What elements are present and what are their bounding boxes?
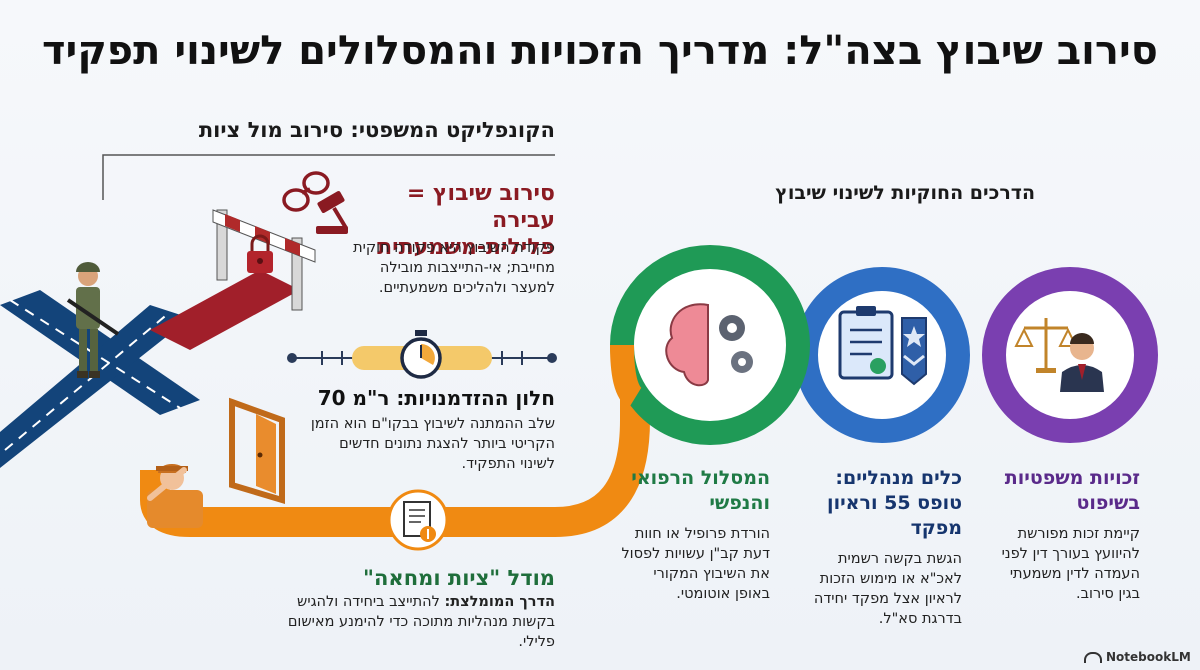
- clipboard-icon: [838, 306, 894, 380]
- comply-body-bold: הדרך המומלצת:: [444, 594, 555, 610]
- document-icon: [387, 489, 449, 551]
- crime-heading-line2: פלילית-משמעתית: [377, 235, 555, 260]
- saluting-soldier-icon: [147, 464, 203, 528]
- brain-gears-icon: [665, 303, 753, 387]
- rank-badge-icon: [901, 317, 927, 386]
- page-title: סירוב שיבוץ בצה"ל: מדריך הזכויות והמסלול…: [42, 28, 1158, 74]
- window-body-line: שלב ההמתנה לשיבוץ בבקו"ם הוא הזמן: [310, 416, 555, 432]
- notebooklm-logo-icon: [1084, 652, 1102, 663]
- legal-body-line: להיוועץ בעורך דין לפני: [1001, 546, 1140, 562]
- handcuffs-icon: [282, 171, 330, 212]
- admin-body-line: לראיון אצל מפקד יחידה: [813, 591, 962, 607]
- soldier-icon: [66, 262, 120, 378]
- legal-heading-line1: זכויות משפטיות: [1004, 467, 1140, 489]
- admin-body-line: בדרגת סא"ל.: [878, 611, 962, 627]
- medical-heading-line1: המסלול הרפואי: [631, 467, 770, 489]
- gavel-icon: [316, 191, 348, 234]
- window-body-line: הקריטי ביותר להצגת נתונים חדשים: [339, 436, 555, 452]
- logo-text: NotebookLM: [1106, 650, 1191, 664]
- medical-body-line: דעת קב"ן עשויות לפסול: [621, 546, 770, 562]
- padlock-icon: [247, 234, 273, 273]
- legal-body-line: קיימת זכות מפורשת: [1017, 526, 1140, 542]
- right-section-title: הדרכים החוקיות לשינוי שיבוץ: [775, 182, 1035, 204]
- admin-body-line: הגשת בקשה רשמית: [838, 551, 962, 567]
- comply-heading: מודל "ציות ומחאה": [363, 566, 555, 590]
- door-icon: [229, 397, 285, 505]
- admin-heading-line1: כלים מנהליים:: [835, 467, 962, 489]
- red-carpet: [150, 270, 300, 350]
- legal-body-line: בגין סירוב.: [1076, 586, 1140, 602]
- left-section-title: הקונפליקט המשפטי: סירוב מול ציות: [198, 118, 555, 142]
- scales-icon: [1014, 318, 1078, 373]
- admin-body-line: לאכ"א או מימוש הזכות: [819, 571, 962, 587]
- comply-body-line: פלילי.: [518, 634, 555, 650]
- crime-body-line: פקודת השיבוץ היא פקודה חוקית: [353, 240, 555, 256]
- medical-body-line: את השיבוץ המקורי: [653, 566, 770, 582]
- window-heading: חלון ההזדמנויות: ר"מ 70: [317, 386, 555, 410]
- section-divider: [102, 154, 555, 200]
- legal-body-line: העמדה לדין משמעתי: [1009, 566, 1140, 582]
- medical-heading-line2: והנפשי: [709, 492, 770, 514]
- crime-heading-line1: סירוב שיבוץ = עבירה: [406, 181, 555, 233]
- notebooklm-logo: NotebookLM: [1084, 650, 1191, 664]
- crossroads: [0, 290, 200, 468]
- crime-body-line: למעצר ולהליכים משמעתיים.: [378, 280, 555, 296]
- admin-heading-line2: טופס 55 וראיון מפקד: [827, 492, 962, 539]
- window-body: שלב ההמתנה לשיבוץ בבקו"ם הוא הזמן הקריטי…: [290, 414, 555, 474]
- legal-block: זכויות משפטיות בשיפוט קיימת זכות מפורשת …: [990, 466, 1140, 604]
- crime-body: פקודת השיבוץ היא פקודה חוקית מחייבת; אי-…: [330, 238, 555, 298]
- crime-body-line: מחייבת; אי-התייצבות מובילה: [379, 260, 555, 276]
- lawyer-icon: [1060, 333, 1104, 392]
- medical-body-line: הורדת פרופיל או חוות: [634, 526, 770, 542]
- comply-body: הדרך המומלצת: להתייצב ביחידה ולהגיש בקשו…: [275, 592, 555, 652]
- comply-body-line: בקשות מנהליות מתוכה כדי להימנע מאישום: [287, 614, 555, 630]
- medical-block: המסלול הרפואי והנפשי הורדת פרופיל או חוו…: [620, 466, 770, 604]
- stopwatch-icon: [400, 330, 442, 379]
- legal-heading-line2: בשיפוט: [1076, 492, 1140, 514]
- crime-block: סירוב שיבוץ = עבירה פלילית-משמעתית: [340, 180, 555, 261]
- comply-body-rest: להתייצב ביחידה ולהגיש: [297, 594, 445, 610]
- medical-body-line: באופן אוטומטי.: [676, 586, 770, 602]
- admin-block: כלים מנהליים: טופס 55 וראיון מפקד הגשת ב…: [782, 466, 962, 629]
- window-body-line: לשינוי התפקיד.: [461, 456, 555, 472]
